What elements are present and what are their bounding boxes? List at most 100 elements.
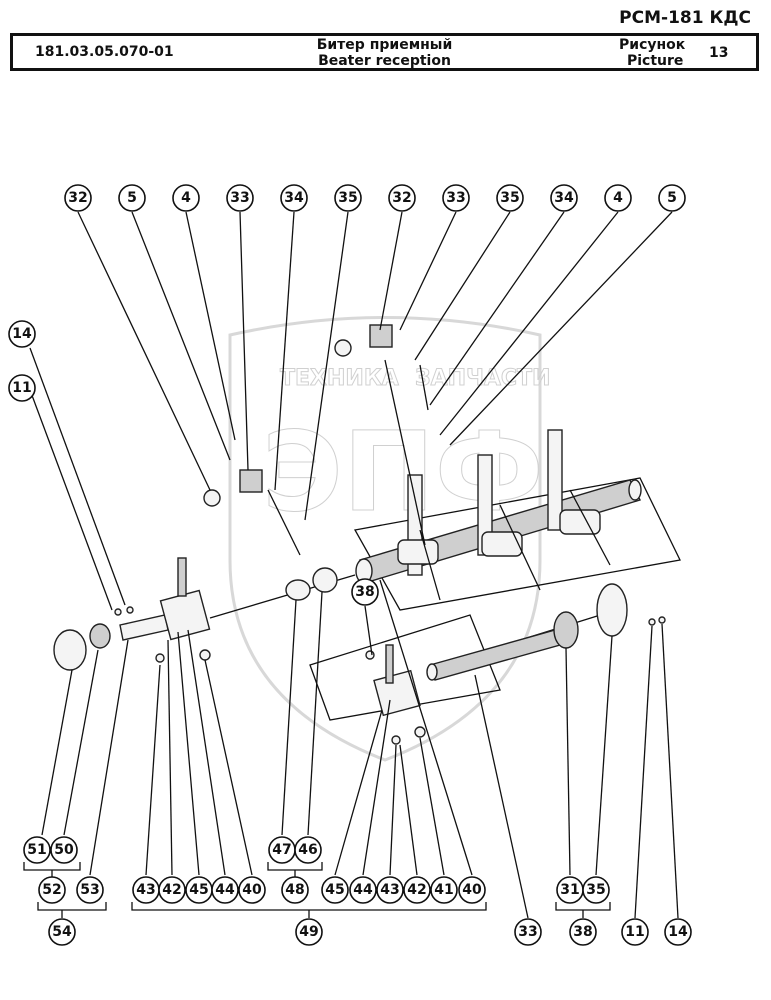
callout-11-left: 11: [8, 374, 36, 402]
callout-44-left: 44: [211, 876, 239, 904]
callout-35-top-left: 35: [334, 184, 362, 212]
callout-4-top-right: 4: [604, 184, 632, 212]
callout-54: 54: [48, 918, 76, 946]
svg-text:43: 43: [380, 882, 399, 898]
callout-45-left: 45: [185, 876, 213, 904]
svg-text:14: 14: [668, 924, 688, 940]
svg-text:14: 14: [12, 326, 32, 342]
callout-11-bottom: 11: [621, 918, 649, 946]
svg-text:4: 4: [181, 190, 191, 206]
callout-40-left: 40: [238, 876, 266, 904]
svg-text:42: 42: [407, 882, 426, 898]
svg-text:35: 35: [338, 190, 357, 206]
callout-35-top-right: 35: [496, 184, 524, 212]
callout-49: 49: [295, 918, 323, 946]
svg-text:40: 40: [462, 882, 482, 898]
group-brackets: [23, 862, 611, 918]
svg-text:38: 38: [573, 924, 592, 940]
svg-text:4: 4: [613, 190, 623, 206]
callout-47: 47: [268, 836, 296, 864]
callout-44-right: 44: [349, 876, 377, 904]
callout-43-left: 43: [132, 876, 160, 904]
svg-text:43: 43: [136, 882, 155, 898]
callout-31: 31: [556, 876, 584, 904]
svg-text:35: 35: [586, 882, 605, 898]
svg-text:33: 33: [446, 190, 465, 206]
callout-53: 53: [76, 876, 104, 904]
callout-32-top-right: 32: [388, 184, 416, 212]
svg-text:34: 34: [284, 190, 304, 206]
svg-text:5: 5: [667, 190, 677, 206]
callout-52: 52: [38, 876, 66, 904]
callout-35-bottom: 35: [582, 876, 610, 904]
finger-units: [397, 429, 611, 601]
svg-text:46: 46: [298, 842, 317, 858]
svg-text:45: 45: [325, 882, 344, 898]
callout-51: 51: [23, 836, 51, 864]
picture-label-en: Picture: [627, 53, 684, 69]
callout-46: 46: [294, 836, 322, 864]
watermark-line2: ЗАПЧАСТИ: [415, 366, 550, 391]
title-ru: Битер приемный: [316, 37, 453, 53]
callout-5-top-right: 5: [658, 184, 686, 212]
svg-text:48: 48: [285, 882, 304, 898]
svg-text:50: 50: [54, 842, 74, 858]
svg-text:11: 11: [12, 380, 31, 396]
svg-text:5: 5: [127, 190, 137, 206]
svg-text:35: 35: [500, 190, 519, 206]
callout-32-top-left: 32: [64, 184, 92, 212]
callout-14-bottom: 14: [664, 918, 692, 946]
callout-38-mid: 38: [351, 578, 379, 606]
left-parts: [53, 469, 338, 671]
svg-text:47: 47: [272, 842, 291, 858]
title-en: Beater reception: [318, 53, 451, 69]
svg-text:38: 38: [355, 584, 374, 600]
svg-text:33: 33: [230, 190, 249, 206]
callout-14-left: 14: [8, 320, 36, 348]
svg-text:33: 33: [518, 924, 537, 940]
svg-text:44: 44: [353, 882, 373, 898]
svg-text:44: 44: [215, 882, 235, 898]
support-outline: [309, 614, 501, 721]
svg-text:32: 32: [68, 190, 87, 206]
svg-text:31: 31: [560, 882, 579, 898]
svg-text:54: 54: [52, 924, 72, 940]
picture-label-ru: Рисунок: [619, 37, 686, 53]
svg-text:40: 40: [242, 882, 262, 898]
top-parts: [334, 324, 429, 546]
title-block: 181.03.05.070-01 Битер приемный Beater r…: [10, 33, 759, 71]
callout-41: 41: [430, 876, 458, 904]
model-label: РСМ-181 КДС: [619, 8, 751, 28]
svg-text:52: 52: [42, 882, 61, 898]
callout-4-top-left: 4: [172, 184, 200, 212]
callout-38-bottom: 38: [569, 918, 597, 946]
callout-42-left: 42: [158, 876, 186, 904]
leader-lines: [29, 211, 679, 919]
svg-text:45: 45: [189, 882, 208, 898]
support-parts: [365, 644, 426, 745]
watermark-logo: ЭПФ: [262, 408, 544, 536]
svg-text:34: 34: [554, 190, 574, 206]
callout-34-top-left: 34: [280, 184, 308, 212]
assembly-outline: [353, 477, 681, 611]
svg-text:41: 41: [434, 882, 453, 898]
svg-text:51: 51: [27, 842, 46, 858]
callout-33-top-right: 33: [442, 184, 470, 212]
callout-33-top-left: 33: [226, 184, 254, 212]
svg-text:11: 11: [625, 924, 644, 940]
callout-42-right: 42: [403, 876, 431, 904]
callout-40-right: 40: [458, 876, 486, 904]
watermark: ТЕХНИКА ЗАПЧАСТИ ЭПФ: [228, 316, 551, 762]
callout-50: 50: [50, 836, 78, 864]
callout-45-right: 45: [321, 876, 349, 904]
part-code: 181.03.05.070-01: [35, 44, 174, 60]
callout-5-top-left: 5: [118, 184, 146, 212]
svg-text:53: 53: [80, 882, 99, 898]
callout-43-right: 43: [376, 876, 404, 904]
watermark-line1: ТЕХНИКА: [280, 366, 399, 391]
picture-number: 13: [709, 45, 729, 61]
callout-33-bottom: 33: [514, 918, 542, 946]
svg-text:42: 42: [162, 882, 181, 898]
svg-text:32: 32: [392, 190, 411, 206]
